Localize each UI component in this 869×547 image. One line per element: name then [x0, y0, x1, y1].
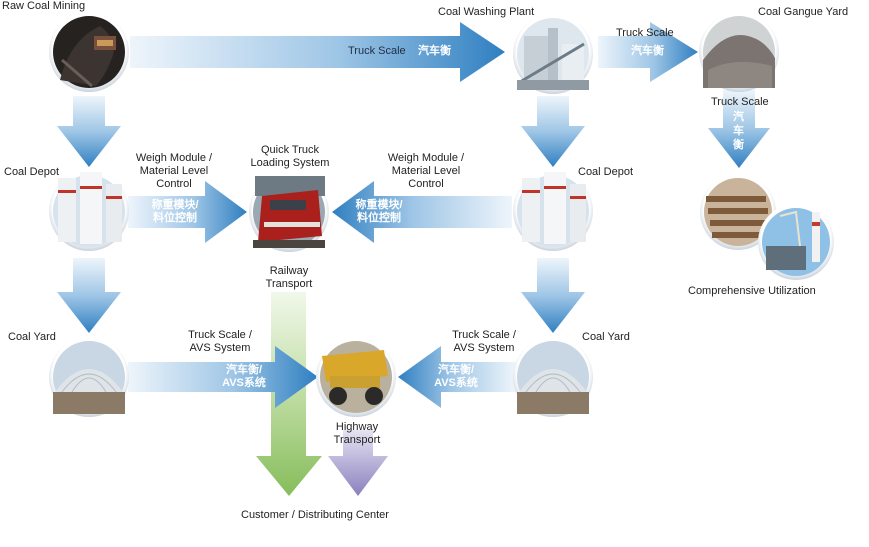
arrow-yard-left-to-truck [128, 346, 318, 408]
arrow-label-line: Railway [269, 265, 309, 277]
node-label-line: Highway [335, 421, 379, 433]
arrow-label-railway: Railway Transport [259, 265, 319, 291]
arrow-label-en: Truck Scale [711, 96, 769, 108]
arrow-label-line: AVS System [189, 342, 251, 354]
arrow-label-line: AVS System [453, 342, 515, 354]
mine-tunnel-icon [49, 12, 129, 92]
silo-icon [513, 171, 593, 251]
arrow-label-line: 汽车衡/ [225, 364, 263, 376]
node-label-line: Transport [333, 434, 381, 446]
arrow-label-cn-weigh-right: 称重模块/ 料位控制 [344, 199, 414, 225]
arrow-washing-to-gangue [598, 22, 698, 82]
arrow-label-en: Truck Scale [616, 27, 674, 39]
arrow-label-line: AVS系统 [222, 377, 266, 389]
arrow-label-line: 汽车衡/ [437, 364, 475, 376]
arrow-label-char: 车 [733, 125, 744, 137]
arrow-label-line: Truck Scale / [188, 329, 252, 341]
arrow-label-cn-weigh-left: 称重模块/ 料位控制 [140, 199, 210, 225]
arrow-yard-right-to-truck [398, 346, 516, 408]
dome-storage-icon [513, 337, 593, 417]
node-label-coal-yard-left: Coal Yard [8, 331, 56, 343]
node-label-quick-truck-loading: Quick Truck Loading System [240, 144, 340, 170]
gangue-pile-icon [699, 12, 779, 92]
destination-label: Customer / Distributing Center [241, 509, 389, 521]
arrow-label-cn-truck-right: 汽车衡/ AVS系统 [426, 364, 486, 390]
arrow-label-line: Weigh Module / [387, 152, 465, 164]
arrow-label-line: 料位控制 [153, 212, 197, 224]
arrow-label-truck-scale-right: Truck Scale / AVS System [444, 329, 524, 355]
arrow-label-en: Truck Scale [348, 45, 406, 57]
node-label-line: Quick Truck [260, 144, 320, 156]
node-label-comprehensive-utilization: Comprehensive Utilization [688, 285, 816, 297]
arrow-label-truck-scale-left: Truck Scale / AVS System [180, 329, 260, 355]
arrow-label-weigh-module-left: Weigh Module / Material Level Control [124, 152, 224, 191]
arrow-label-line: AVS系统 [434, 377, 478, 389]
arrow-label-line: Control [156, 178, 192, 190]
arrow-mining-to-washing [130, 22, 505, 82]
arrow-washing-to-depot [521, 96, 585, 167]
arrow-label-weigh-module-right: Weigh Module / Material Level Control [376, 152, 476, 191]
mining-truck-icon [316, 337, 396, 417]
arrow-highway-transport [328, 430, 388, 496]
arrow-label-line: Material Level [391, 165, 461, 177]
node-label-coal-depot-left: Coal Depot [4, 166, 60, 178]
arrow-label-cn-truck-left: 汽车衡/ AVS系统 [214, 364, 274, 390]
node-label-coal-gangue-yard: Coal Gangue Yard [758, 6, 849, 18]
arrow-label-char: 衡 [733, 139, 744, 151]
arrow-label-line: Transport [265, 278, 313, 290]
arrow-label-cn-vertical: 汽 车 衡 [733, 110, 744, 152]
node-label-coal-washing-plant: Coal Washing Plant [438, 6, 535, 18]
arrow-label-cn: 汽车衡 [418, 45, 451, 57]
arrow-label-line: Truck Scale / [452, 329, 516, 341]
arrow-label-line: 料位控制 [357, 212, 401, 224]
arrow-label-line: 称重模块/ [151, 199, 199, 211]
node-label-coal-yard-right: Coal Yard [582, 331, 630, 343]
arrow-mining-to-depot [57, 96, 121, 167]
power-plant-icon [700, 174, 834, 280]
arrow-label-line: Weigh Module / [135, 152, 213, 164]
node-label-highway-transport: Highway Transport [320, 421, 394, 447]
arrow-label-line: 称重模块/ [355, 199, 403, 211]
arrow-depot-right-to-loading [332, 181, 512, 243]
dome-storage-icon [49, 337, 129, 417]
node-label-raw-coal-mining: Raw Coal Mining [2, 0, 86, 12]
washing-plant-icon [513, 14, 593, 94]
node-label-coal-depot-right: Coal Depot [578, 166, 634, 178]
arrow-depot-left-to-loading [128, 181, 247, 243]
arrow-depot-right-to-yard [521, 258, 585, 333]
arrow-depot-left-to-yard [57, 258, 121, 333]
node-label-line: Loading System [250, 157, 330, 169]
arrow-label-cn: 汽车衡 [631, 45, 664, 57]
train-icon [249, 172, 329, 252]
arrow-label-char: 汽 [733, 111, 744, 123]
silo-icon [49, 171, 129, 251]
arrow-label-line: Material Level [139, 165, 209, 177]
arrow-gangue-to-utilization [708, 90, 770, 168]
arrow-label-line: Control [408, 178, 444, 190]
